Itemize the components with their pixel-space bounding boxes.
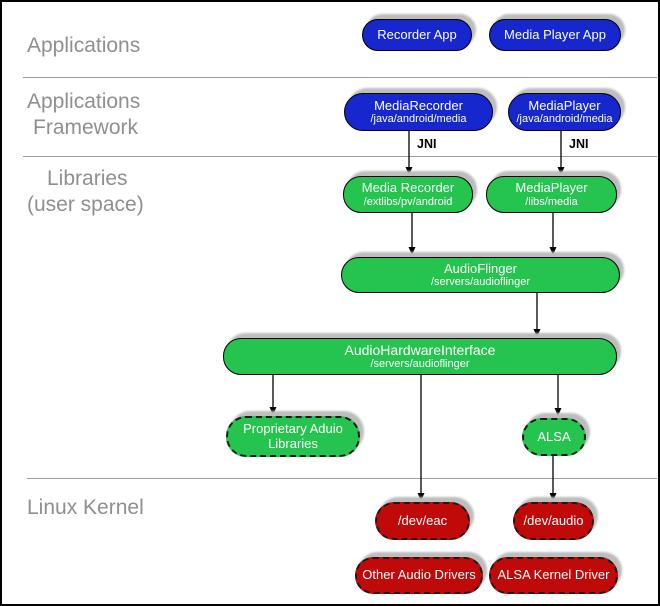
node-dev-audio: /dev/audio <box>513 502 594 540</box>
node-alsa-kernel-driver: ALSA Kernel Driver <box>489 557 618 594</box>
jni-label-right: JNI <box>569 137 589 151</box>
node-media-player-app-label: Media Player App <box>504 26 606 42</box>
layer-label-libraries-line1: Libraries <box>47 167 128 190</box>
node-media-recorder-lib-title: Media Recorder <box>361 180 455 196</box>
divider-libraries-kernel <box>27 478 657 479</box>
node-mediaplayer-lib-path: /libs/media <box>525 195 578 208</box>
node-audiohardwareinterface: AudioHardwareInterface /servers/audiofli… <box>223 338 617 375</box>
node-audiohardwareinterface-path: /servers/audioflinger <box>370 358 470 371</box>
node-mediaplayer-framework-title: MediaPlayer <box>528 97 601 113</box>
divider-applications-framework <box>23 77 657 78</box>
node-mediaplayer-lib: MediaPlayer /libs/media <box>486 176 617 213</box>
node-audiohardwareinterface-title: AudioHardwareInterface <box>344 341 496 358</box>
node-media-player-app: Media Player App <box>489 19 621 51</box>
node-recorder-app-label: Recorder App <box>377 26 457 42</box>
node-alsa-kernel-driver-label: ALSA Kernel Driver <box>497 567 610 583</box>
node-dev-eac: /dev/eac <box>375 502 470 540</box>
node-audioflinger-title: AudioFlinger <box>444 260 517 276</box>
node-recorder-app: Recorder App <box>362 19 472 51</box>
node-mediarecorder-framework-path: /java/android/media <box>370 113 467 126</box>
layer-label-framework-line2: Framework <box>33 116 139 139</box>
node-alsa-lib: ALSA <box>522 418 586 456</box>
node-audioflinger: AudioFlinger /servers/audioflinger <box>341 257 620 293</box>
node-other-audio-drivers-label: Other Audio Drivers <box>362 567 476 583</box>
divider-framework-libraries <box>23 156 657 157</box>
layer-label-linux-kernel: Linux Kernel <box>27 496 144 519</box>
node-mediaplayer-framework-path: /java/android/media <box>516 113 613 126</box>
node-mediaplayer-lib-title: MediaPlayer <box>515 180 588 196</box>
layer-label-framework-line1: Applications <box>27 90 141 113</box>
node-media-recorder-lib-path: /extlibs/pv/android <box>363 195 453 208</box>
node-proprietary-audio-libraries-label: Proprietary Aduio Libraries <box>243 420 343 451</box>
node-alsa-lib-label: ALSA <box>537 428 571 444</box>
node-proprietary-audio-libraries: Proprietary Aduio Libraries <box>226 416 360 457</box>
node-other-audio-drivers: Other Audio Drivers <box>355 557 483 594</box>
node-mediaplayer-framework: MediaPlayer /java/android/media <box>508 93 621 131</box>
node-media-recorder-lib: Media Recorder /extlibs/pv/android <box>343 176 473 213</box>
node-audioflinger-path: /servers/audioflinger <box>430 276 531 289</box>
jni-label-left: JNI <box>417 137 437 151</box>
node-mediarecorder-framework-title: MediaRecorder <box>374 97 463 113</box>
node-dev-eac-label: /dev/eac <box>397 512 448 528</box>
layer-label-libraries-line2: (user space) <box>27 193 144 216</box>
node-dev-audio-label: /dev/audio <box>523 512 584 528</box>
node-mediarecorder-framework: MediaRecorder /java/android/media <box>344 93 493 131</box>
layer-label-applications: Applications <box>27 34 141 57</box>
